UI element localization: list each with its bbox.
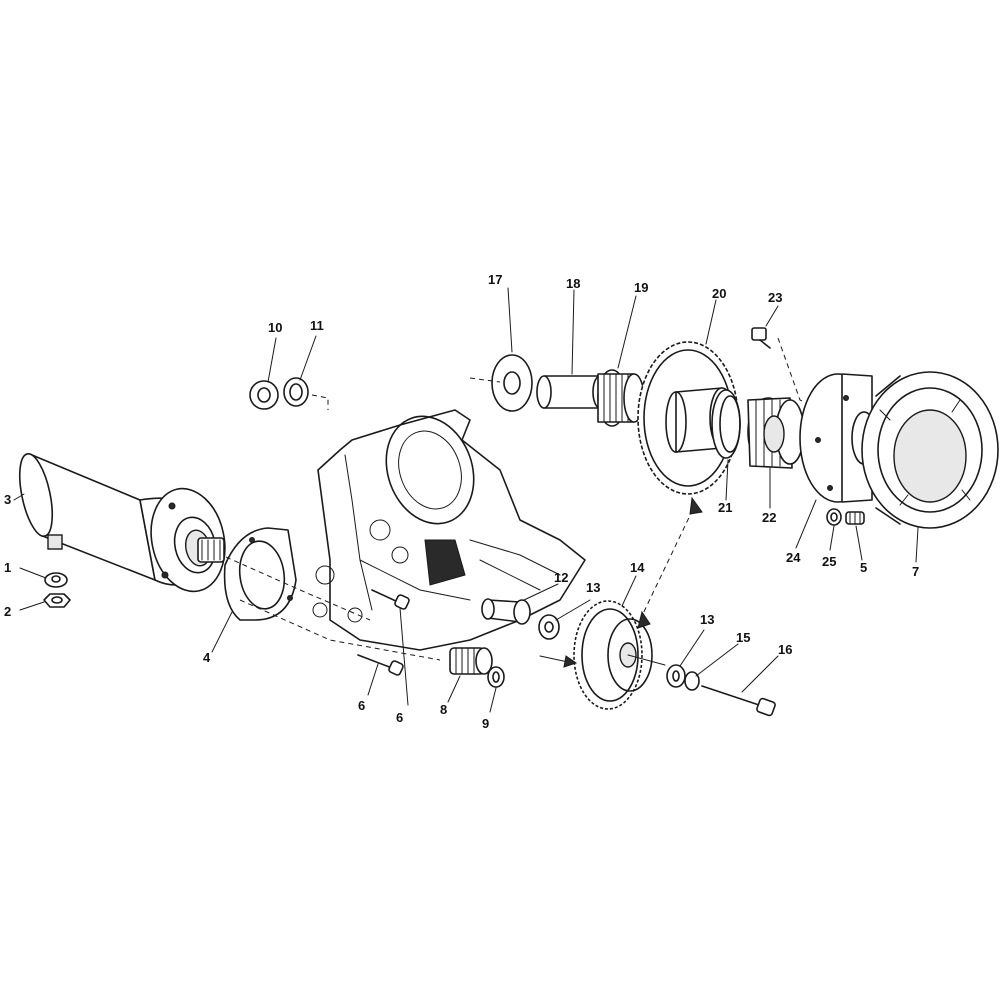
bearing-19	[597, 369, 645, 427]
label-part-3: 3	[4, 492, 11, 507]
label-part-16: 16	[778, 642, 792, 657]
leader-dash-11	[311, 394, 329, 410]
circlip-9	[487, 666, 505, 688]
washer-25	[826, 508, 842, 526]
washer-17	[491, 354, 533, 412]
label-part-17: 17	[488, 272, 502, 287]
spring-21	[711, 389, 741, 459]
washer-15	[684, 671, 700, 691]
bolt-6-lower	[357, 654, 404, 676]
label-part-4: 4	[203, 650, 211, 665]
washer-13-left	[538, 614, 560, 640]
bolt-23	[751, 327, 771, 349]
label-part-12: 12	[554, 570, 568, 585]
leader-dash-23	[777, 337, 809, 405]
leader-lines	[13, 287, 919, 713]
gasket-4	[223, 527, 297, 621]
label-part-18: 18	[566, 276, 580, 291]
bearing-22	[747, 397, 805, 469]
washer-13-right	[666, 664, 686, 688]
bolt-6-upper	[371, 589, 410, 610]
label-part-2: 2	[4, 604, 11, 619]
label-part-23: 23	[768, 290, 782, 305]
label-part-5: 5	[860, 560, 867, 575]
label-part-13-right: 13	[700, 612, 714, 627]
label-part-15: 15	[736, 630, 750, 645]
label-part-6-right: 6	[396, 710, 403, 725]
label-part-25: 25	[822, 554, 836, 569]
label-part-10: 10	[268, 320, 282, 335]
gear-14	[573, 600, 666, 710]
starter-motor	[18, 453, 226, 593]
washer-11	[283, 377, 309, 407]
part-labels: 1 2 3 4 5 6 6 7 8 9 10 11 12 13 14 13 15…	[4, 272, 919, 731]
label-part-22: 22	[762, 510, 776, 525]
washer-10	[249, 380, 279, 410]
label-part-8: 8	[440, 702, 447, 717]
sleeve-18	[536, 375, 608, 409]
engine-case	[312, 409, 586, 651]
label-part-9: 9	[482, 716, 489, 731]
shaft-12	[481, 598, 531, 625]
nut-2	[43, 593, 71, 608]
label-part-20: 20	[712, 286, 726, 301]
label-part-7: 7	[912, 564, 919, 579]
bolt-16	[701, 685, 776, 717]
label-part-19: 19	[634, 280, 648, 295]
label-part-1: 1	[4, 560, 11, 575]
label-part-21: 21	[718, 500, 732, 515]
label-part-24: 24	[786, 550, 801, 565]
label-part-13-left: 13	[586, 580, 600, 595]
idler-gear-8	[449, 647, 493, 675]
label-part-6-left: 6	[358, 698, 365, 713]
label-part-14: 14	[630, 560, 645, 575]
label-part-11: 11	[310, 318, 324, 333]
bolt-5	[845, 511, 865, 525]
washer-1	[44, 572, 68, 588]
rotor-7	[861, 371, 999, 529]
